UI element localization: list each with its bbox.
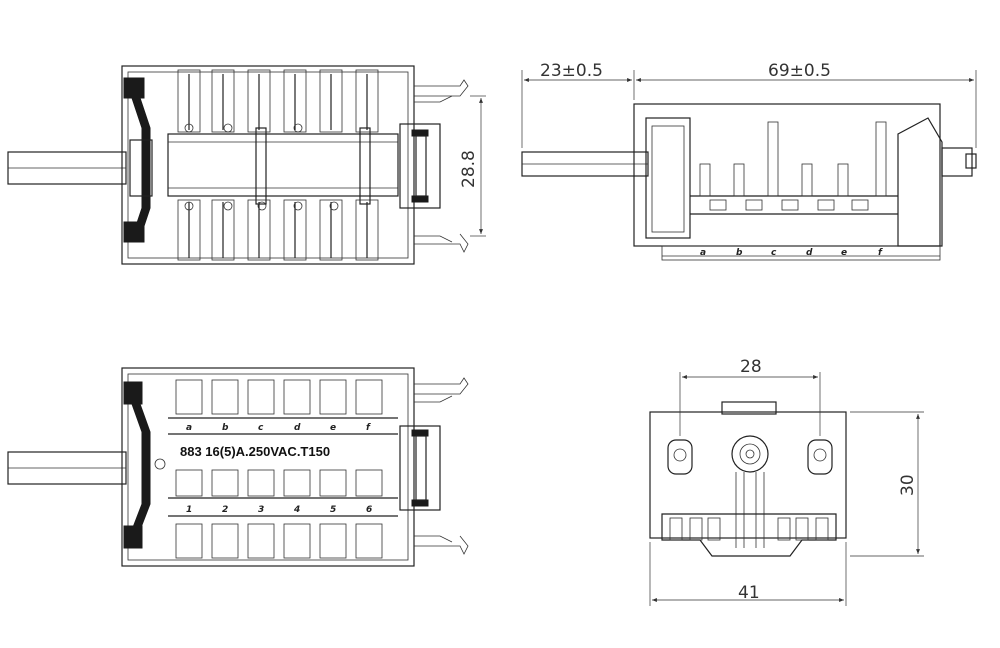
dimension-text-41: 41: [738, 583, 760, 603]
dimension-text-30: 30: [898, 474, 918, 496]
contact-letter-b: b: [222, 423, 229, 433]
dimension-28-end: 28: [679, 357, 821, 436]
contact-numbers: 1 2 3 4 5 6: [186, 505, 372, 515]
dimension-text-69: 69±0.5: [768, 61, 831, 81]
contact-letter-e: e: [330, 423, 336, 433]
contact-letter-f: f: [878, 248, 883, 258]
front-view-bottom: 883 16(5)A.250VAC.T150 a b c d e f 1 2 3…: [7, 367, 469, 567]
contact-number-5: 5: [330, 505, 336, 515]
end-view: [649, 401, 847, 557]
contact-number-4: 4: [293, 505, 300, 515]
dimension-69: 69±0.5: [636, 61, 977, 148]
contact-number-6: 6: [366, 505, 372, 515]
dimension-text-28: 28: [740, 357, 762, 377]
contact-number-3: 3: [258, 505, 264, 515]
contact-letter-c: c: [258, 423, 264, 433]
side-view: a b c d e f: [521, 103, 977, 261]
dimension-41: 41: [649, 542, 847, 606]
marking-label: 883 16(5)A.250VAC.T150: [180, 444, 330, 459]
contact-letter-c: c: [771, 248, 777, 258]
contact-letter-a: a: [700, 248, 706, 258]
dimension-28-8: 28.8: [459, 95, 486, 237]
contact-letter-a: a: [186, 423, 192, 433]
dimension-23: 23±0.5: [521, 61, 635, 148]
contact-letter-e: e: [841, 248, 847, 258]
contact-letters-bottom: a b c d e f: [186, 423, 371, 433]
contact-letter-f: f: [366, 423, 371, 433]
dimension-text-28-8: 28.8: [459, 150, 479, 188]
contact-letter-d: d: [806, 248, 813, 258]
dimension-text-23: 23±0.5: [540, 61, 603, 81]
dimension-30: 30: [850, 411, 924, 557]
contact-letter-d: d: [294, 423, 301, 433]
contact-number-2: 2: [222, 505, 228, 515]
front-view-top: [7, 65, 469, 265]
contact-letter-b: b: [736, 248, 743, 258]
contact-letters: a b c d e f: [700, 248, 883, 258]
contact-number-1: 1: [186, 505, 192, 515]
